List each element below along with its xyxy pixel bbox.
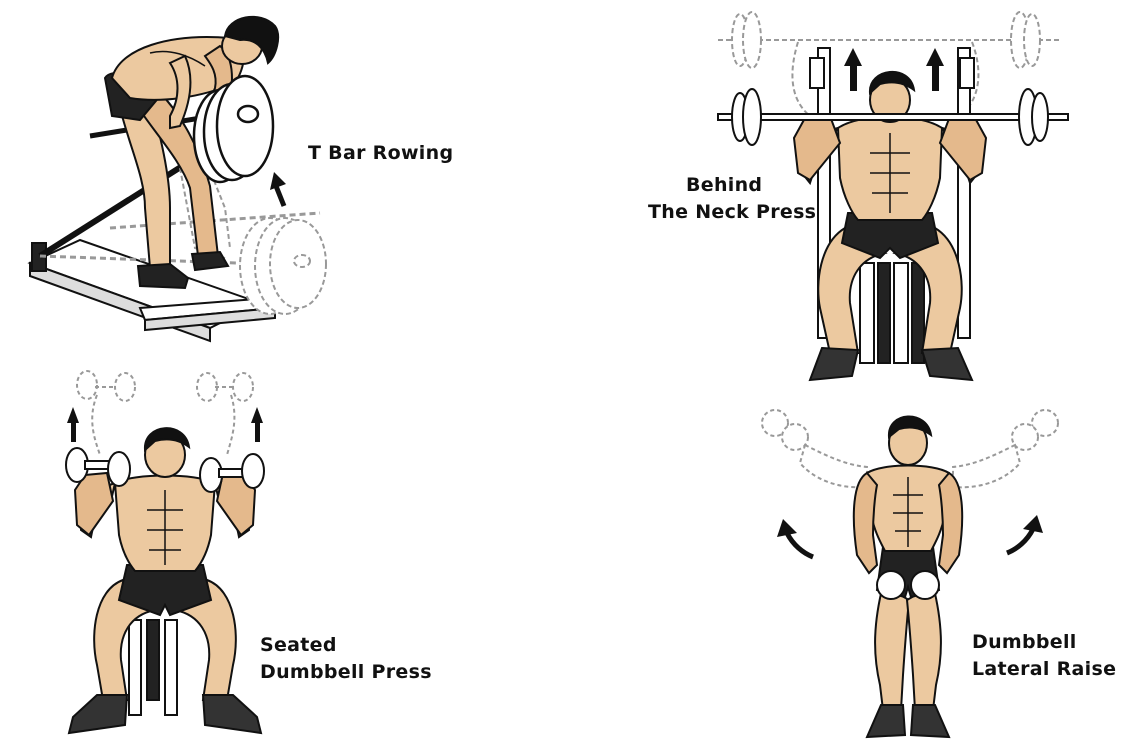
lifter-body bbox=[103, 16, 279, 290]
bench bbox=[128, 619, 178, 716]
t-bar-rowing-illustration bbox=[20, 8, 340, 353]
caption-line: The Neck Press bbox=[648, 201, 817, 223]
arrow-up-icon bbox=[67, 407, 263, 442]
seated-dumbbell-press-caption: Seated Dumbbell Press bbox=[260, 632, 432, 686]
caption-line: Seated bbox=[260, 634, 337, 656]
ghost-weight-plates bbox=[239, 217, 327, 315]
ghost-dumbbells bbox=[76, 370, 254, 456]
dumbbells bbox=[876, 570, 940, 600]
t-bar-rowing-caption: T Bar Rowing bbox=[308, 140, 453, 167]
ghost-arms bbox=[761, 409, 1059, 489]
lifter-body bbox=[852, 415, 964, 739]
lifter-body bbox=[67, 427, 263, 735]
ghost-barbell bbox=[718, 11, 1062, 117]
caption-line: Dumbbell Press bbox=[260, 661, 432, 683]
behind-neck-press-caption: Behind The Neck Press bbox=[648, 172, 816, 226]
caption-line: Behind bbox=[686, 174, 763, 196]
barbell bbox=[717, 88, 1069, 146]
weight-plates bbox=[192, 74, 275, 184]
caption-line: Dumbbell bbox=[972, 631, 1077, 653]
lifter-body bbox=[792, 71, 988, 382]
dumbbell-lateral-raise-illustration bbox=[755, 405, 1065, 745]
curved-arrow-icon bbox=[784, 527, 1036, 560]
dumbbells bbox=[65, 447, 265, 493]
caption-line: Lateral Raise bbox=[972, 658, 1117, 680]
behind-neck-press-illustration bbox=[710, 8, 1075, 388]
arrow-up-icon bbox=[844, 48, 944, 91]
arrow-up-icon bbox=[270, 172, 287, 207]
dumbbell-lateral-raise-caption: Dumbbell Lateral Raise bbox=[972, 629, 1116, 683]
seated-dumbbell-press-illustration bbox=[55, 365, 275, 745]
arrowhead bbox=[777, 515, 1043, 537]
caption-line: T Bar Rowing bbox=[308, 142, 454, 164]
